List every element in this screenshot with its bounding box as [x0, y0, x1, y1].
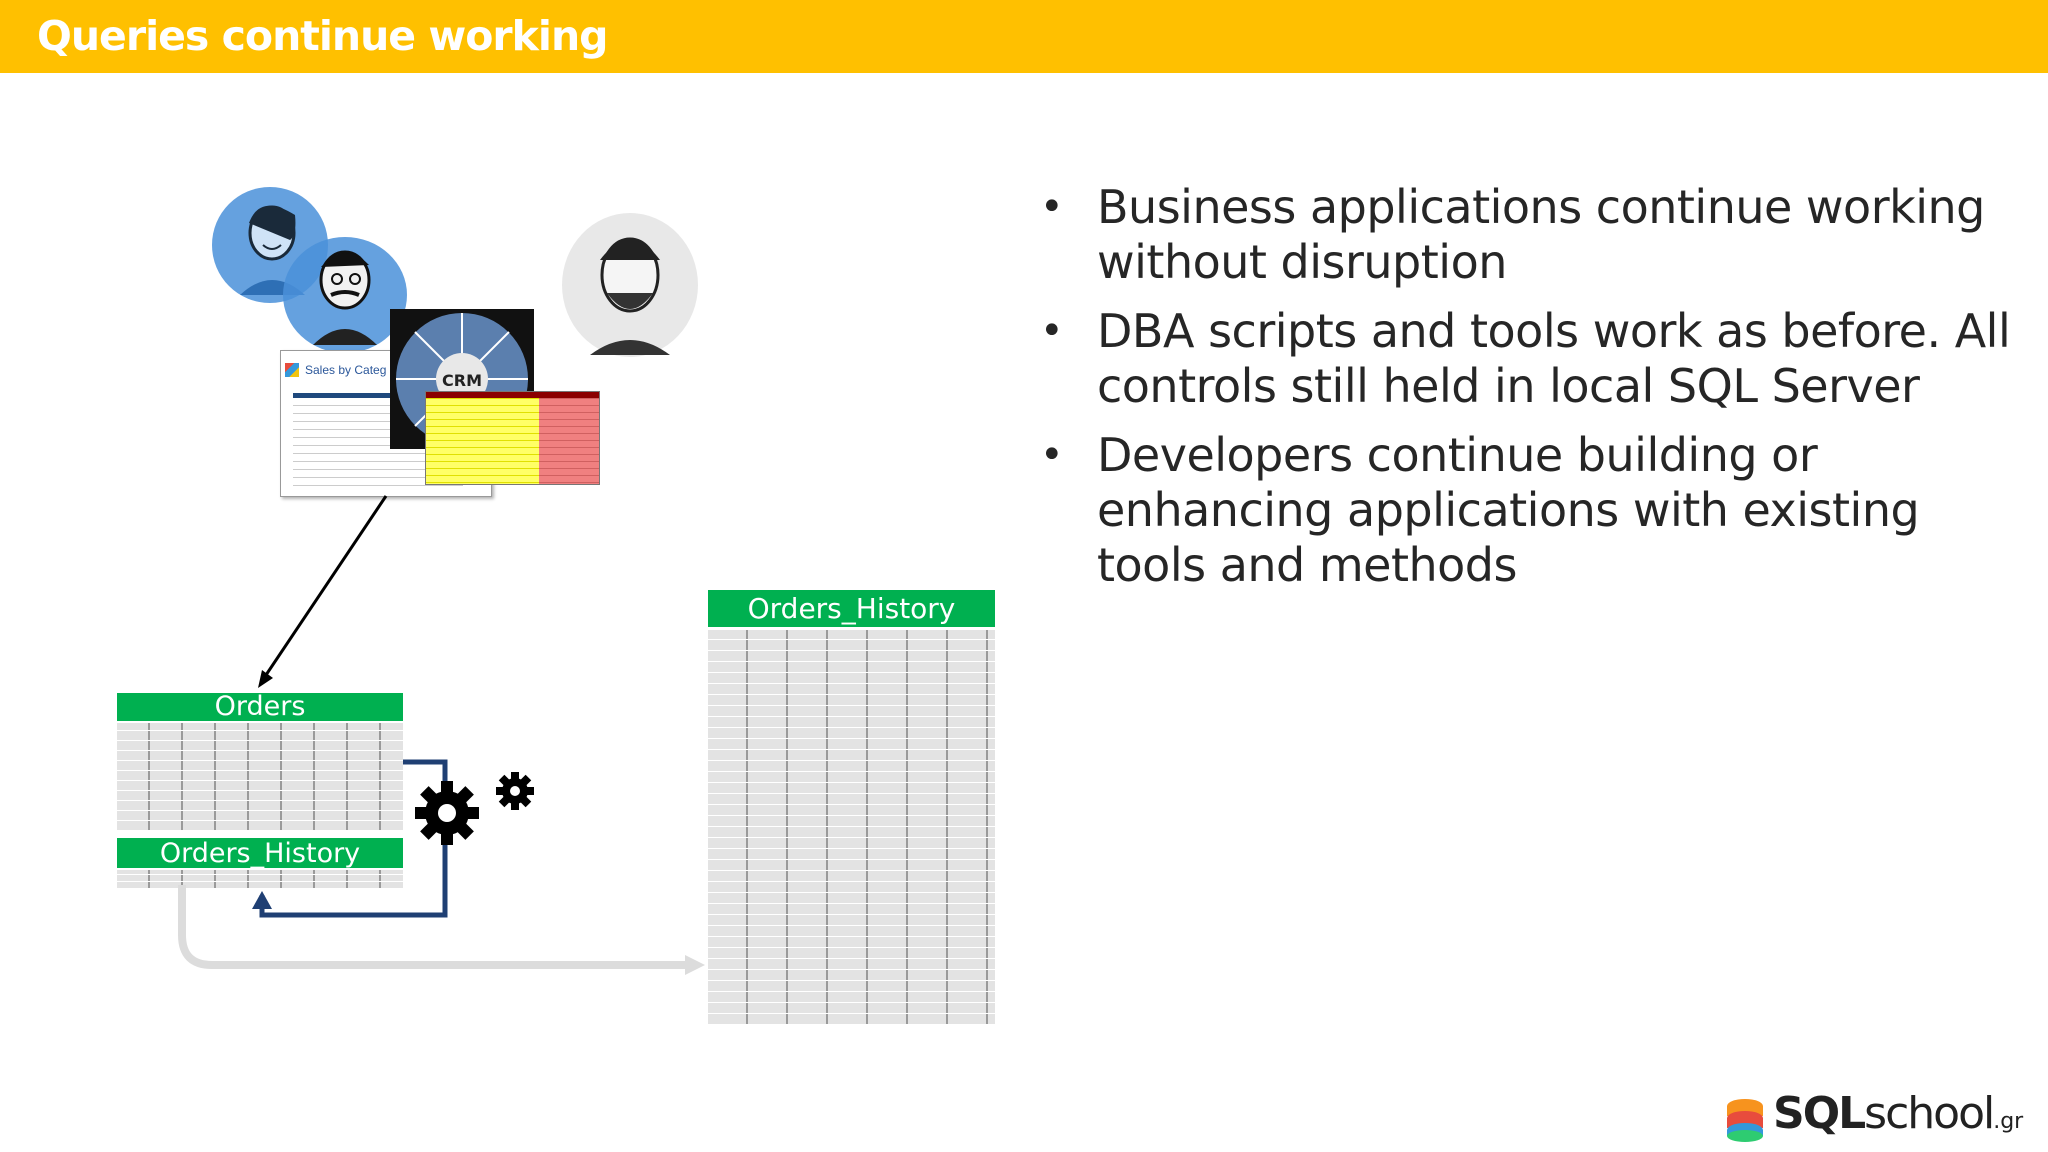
bullet-item: • Developers continue building or enhanci…	[1030, 428, 2020, 593]
logo-text: SQLschool.gr	[1773, 1090, 2023, 1146]
user-avatar-icon	[562, 213, 698, 357]
bullet-dot-icon: •	[1040, 184, 1064, 230]
archive-loop-arrow	[252, 759, 448, 918]
title-bar	[0, 0, 2048, 73]
logo-suffix-text: .gr	[1993, 1109, 2024, 1134]
bullet-item: • DBA scripts and tools work as before. A…	[1030, 304, 2020, 414]
bullet-item: • Business applications continue working …	[1030, 180, 2020, 290]
bullet-dot-icon: •	[1040, 308, 1064, 354]
remote-orders-history-header: Orders_History	[708, 590, 995, 627]
gears-icon	[415, 772, 534, 845]
user-avatar-icon	[283, 237, 407, 353]
arrow-collage-to-orders	[258, 495, 388, 688]
spreadsheet-icon	[425, 391, 600, 485]
orders-table-grid	[117, 723, 403, 830]
slide-title: Queries continue working	[37, 12, 608, 60]
bullet-list: • Business applications continue working …	[1030, 180, 2020, 607]
local-orders-history-grid	[117, 870, 403, 888]
bullet-text: Business applications continue working w…	[1097, 180, 1985, 289]
logo-bold-text: SQL	[1773, 1088, 1866, 1139]
report-icon	[285, 363, 299, 377]
report-title: Sales by Categ	[305, 363, 387, 377]
logo-rest-text: school	[1864, 1088, 1995, 1139]
local-orders-history-header: Orders_History	[117, 838, 403, 869]
bullet-text: DBA scripts and tools work as before. Al…	[1097, 304, 2011, 413]
user-avatars	[212, 187, 698, 357]
sqlschool-logo: SQLschool.gr	[1725, 1090, 2045, 1142]
migration-arrow	[178, 885, 705, 975]
bullet-text: Developers continue building or enhancin…	[1097, 428, 1920, 592]
orders-table-header: Orders	[117, 693, 403, 721]
crm-label: CRM	[442, 371, 482, 390]
remote-orders-history-grid	[708, 630, 995, 1024]
database-stack-icon	[1727, 1099, 1763, 1142]
bullet-dot-icon: •	[1040, 432, 1064, 478]
